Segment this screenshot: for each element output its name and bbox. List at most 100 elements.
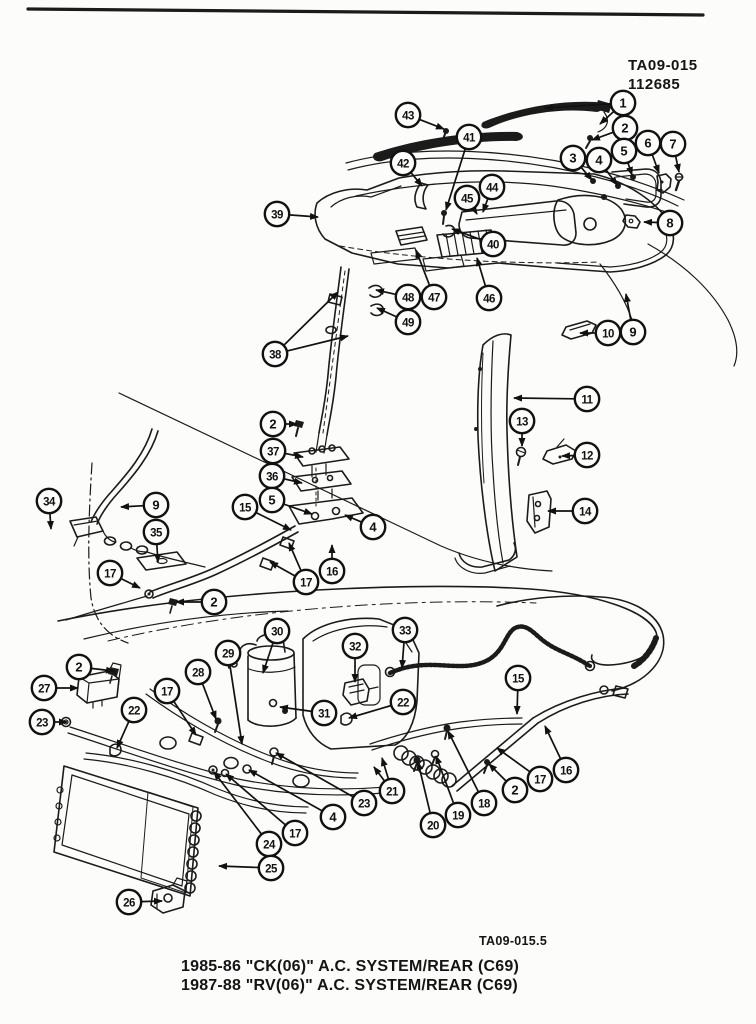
svg-text:42: 42 xyxy=(397,158,409,170)
svg-text:30: 30 xyxy=(271,626,283,638)
svg-text:17: 17 xyxy=(534,774,546,786)
svg-text:35: 35 xyxy=(150,527,163,539)
callout-27-45: 27 xyxy=(30,674,79,702)
callout-29-42: 29 xyxy=(214,639,245,745)
svg-text:37: 37 xyxy=(267,446,279,458)
svg-text:2: 2 xyxy=(75,659,82,674)
svg-text:45: 45 xyxy=(461,193,474,205)
svg-text:36: 36 xyxy=(266,471,278,483)
callout-25-63: 25 xyxy=(218,854,285,882)
svg-text:21: 21 xyxy=(386,786,399,798)
caption-line-2: 1987-88 "RV(06)" A.C. SYSTEM/REAR (C69) xyxy=(181,976,518,994)
callout-12-24: 12 xyxy=(561,441,601,469)
svg-text:34: 34 xyxy=(43,496,56,508)
svg-text:27: 27 xyxy=(38,683,50,695)
callout-40-14: 40 xyxy=(451,228,507,258)
svg-text:49: 49 xyxy=(402,317,414,329)
svg-text:39: 39 xyxy=(271,209,283,221)
svg-text:4: 4 xyxy=(369,519,377,534)
svg-text:12: 12 xyxy=(581,450,593,462)
svg-text:44: 44 xyxy=(486,182,499,194)
callout-9-35: 9 xyxy=(120,491,170,519)
svg-text:29: 29 xyxy=(222,648,234,660)
callout-39-11: 39 xyxy=(263,200,319,228)
svg-text:14: 14 xyxy=(579,506,592,518)
svg-text:40: 40 xyxy=(487,239,499,251)
svg-text:2: 2 xyxy=(511,782,518,797)
callout-42-4: 42 xyxy=(389,149,423,187)
callout-43-2: 43 xyxy=(394,101,445,130)
svg-text:16: 16 xyxy=(560,765,572,777)
callout-28-44: 28 xyxy=(184,658,217,720)
svg-text:22: 22 xyxy=(128,705,140,717)
callout-17-61: 17 xyxy=(225,773,309,847)
callout-17-46: 17 xyxy=(153,677,197,736)
callout-34-34: 34 xyxy=(35,487,63,530)
callout-19-56: 19 xyxy=(435,755,472,829)
svg-text:16: 16 xyxy=(326,566,338,578)
callout-46-17: 46 xyxy=(475,257,503,312)
callout-45-13: 45 xyxy=(453,184,481,215)
rear-pipes-drawing xyxy=(318,266,384,436)
svg-text:8: 8 xyxy=(666,215,673,230)
figure-code-footer: TA09-015.5 xyxy=(479,934,548,948)
callout-17-53: 17 xyxy=(496,747,554,793)
svg-text:4: 4 xyxy=(595,152,603,167)
svg-text:2: 2 xyxy=(621,120,628,135)
caption-line-1: 1985-86 "CK(06)" A.C. SYSTEM/REAR (C69) xyxy=(181,958,520,975)
svg-text:23: 23 xyxy=(36,717,48,729)
callout-36-28: 36 xyxy=(258,462,303,490)
callout-8-10: 8 xyxy=(643,209,684,237)
svg-text:10: 10 xyxy=(602,328,614,340)
callout-38-19: 38 xyxy=(261,291,349,368)
callout-11-22: 11 xyxy=(513,385,601,413)
callout-22-48: 22 xyxy=(348,688,417,720)
svg-text:6: 6 xyxy=(644,135,651,150)
svg-text:24: 24 xyxy=(263,839,276,851)
svg-text:43: 43 xyxy=(402,110,414,122)
figure-code: TA09-015 xyxy=(628,57,698,74)
callout-2-1: 2 xyxy=(591,114,639,142)
svg-text:17: 17 xyxy=(161,686,173,698)
svg-text:46: 46 xyxy=(483,293,495,305)
svg-text:5: 5 xyxy=(620,143,627,158)
callout-2-26: 2 xyxy=(259,410,298,438)
svg-text:19: 19 xyxy=(452,810,464,822)
svg-text:17: 17 xyxy=(300,577,312,589)
svg-text:20: 20 xyxy=(427,820,439,832)
callout-13-23: 13 xyxy=(508,407,536,447)
svg-text:23: 23 xyxy=(358,798,370,810)
svg-text:17: 17 xyxy=(104,568,116,580)
callout-6-8: 6 xyxy=(634,129,662,174)
callout-44-12: 44 xyxy=(478,173,506,213)
callout-33-40: 33 xyxy=(391,616,419,669)
callout-2-38: 2 xyxy=(175,588,228,616)
svg-text:5: 5 xyxy=(268,492,275,507)
callout-4-60: 4 xyxy=(248,769,347,831)
svg-text:17: 17 xyxy=(289,828,301,840)
svg-text:3: 3 xyxy=(569,150,576,165)
svg-text:9: 9 xyxy=(152,497,159,512)
callout-41-3: 41 xyxy=(445,123,483,211)
svg-text:2: 2 xyxy=(269,416,276,431)
callout-26-64: 26 xyxy=(115,888,163,916)
svg-text:18: 18 xyxy=(478,798,491,810)
svg-text:26: 26 xyxy=(123,897,135,909)
callout-15-30: 15 xyxy=(231,493,292,531)
svg-text:11: 11 xyxy=(581,394,593,406)
callout-3-5: 3 xyxy=(559,144,593,181)
callout-7-9: 7 xyxy=(659,130,687,173)
callout-14-25: 14 xyxy=(547,497,599,525)
svg-text:4: 4 xyxy=(329,809,337,824)
svg-text:33: 33 xyxy=(399,625,411,637)
callout-16-32: 16 xyxy=(318,544,346,585)
figure-part-number: 112685 xyxy=(628,76,681,93)
callout-23-59: 23 xyxy=(275,752,378,817)
callout-9-21: 9 xyxy=(619,293,647,346)
svg-text:48: 48 xyxy=(402,292,415,304)
callout-31-47: 31 xyxy=(279,699,338,727)
condenser-drawing xyxy=(53,765,202,914)
callout-5-29: 5 xyxy=(258,486,313,515)
